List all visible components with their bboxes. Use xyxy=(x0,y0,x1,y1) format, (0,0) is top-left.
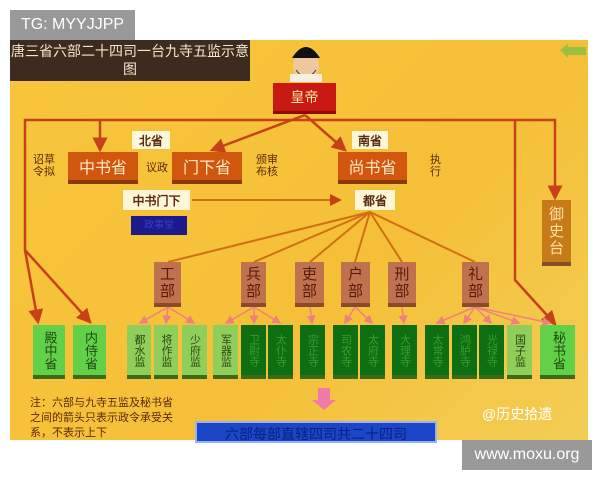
office-box: 太常寺 xyxy=(425,325,449,375)
shangshu-annotation: 执行 xyxy=(430,153,441,178)
office-box: 将作监 xyxy=(154,325,178,375)
ministry-box: 吏部 xyxy=(295,262,324,303)
office-box: 光禄寺 xyxy=(479,325,504,375)
back-arrow-icon xyxy=(560,44,586,58)
office-box: 殿中省 xyxy=(33,325,65,375)
zhongshu-annotation: 诏草令拟 xyxy=(33,153,55,178)
yizheng-annotation: 议政 xyxy=(146,161,168,174)
source-watermark: @历史拾遗 xyxy=(482,406,553,422)
footnote: 注：六部与九寺五监及秘书省之间的箭头只表示政令承受关系，不表示上下 xyxy=(30,396,173,439)
ministry-box: 兵部 xyxy=(241,262,266,303)
office-box: 内侍省 xyxy=(73,325,106,375)
zhongshu-menxia-box: 中书门下 xyxy=(123,190,190,210)
office-box: 国子监 xyxy=(507,325,532,375)
ministry-box: 刑部 xyxy=(388,262,416,303)
zhongshu-box: 中书省 xyxy=(68,152,138,180)
shangshu-box: 尚书省 xyxy=(338,152,407,180)
office-box: 司农寺 xyxy=(333,325,358,375)
ministry-box: 礼部 xyxy=(462,262,489,303)
menxia-annotation: 颁审布核 xyxy=(256,153,278,178)
office-box: 军器监 xyxy=(213,325,238,375)
top-left-watermark: TG: MYYJJPP xyxy=(10,10,135,40)
office-box: 宗正寺 xyxy=(300,325,325,375)
south-label: 南省 xyxy=(352,131,388,149)
office-box: 少府监 xyxy=(182,325,207,375)
diagram-title: 唐三省六部二十四司一台九寺五监示意图 xyxy=(10,40,250,81)
censorate-box: 御史台 xyxy=(542,200,571,262)
ministry-box: 户部 xyxy=(341,262,370,303)
office-box: 大理寺 xyxy=(392,325,417,375)
zhengshitang-box: 政事堂 xyxy=(131,216,187,235)
menxia-box: 门下省 xyxy=(172,152,242,180)
ministry-box: 工部 xyxy=(154,262,181,303)
office-box: 秘书省 xyxy=(540,325,575,375)
office-box: 卫尉寺 xyxy=(241,325,266,375)
office-box: 都水监 xyxy=(127,325,151,375)
office-box: 太府寺 xyxy=(360,325,385,375)
office-box: 鸿胪寺 xyxy=(452,325,477,375)
office-box: 太仆寺 xyxy=(268,325,293,375)
north-label: 北省 xyxy=(132,131,170,149)
bottom-right-watermark: www.moxu.org xyxy=(462,440,592,470)
bottom-summary-box: 六部每部直辖四司共二十四司 xyxy=(195,421,437,443)
emperor-portrait-icon xyxy=(290,47,322,82)
down-arrow-icon xyxy=(312,388,336,410)
dusheng-box: 都省 xyxy=(355,190,395,210)
emperor-box: 皇帝 xyxy=(273,83,336,111)
